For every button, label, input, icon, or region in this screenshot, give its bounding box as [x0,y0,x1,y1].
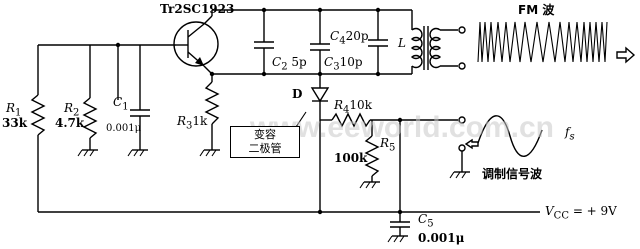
c5-value: 0.001μ [418,231,465,245]
c2-label: C2 5p [272,55,307,73]
c1-label: C1 [113,95,129,113]
modulation-signal-label: 调制信号波 [482,167,543,181]
capacitor-c1 [127,45,150,157]
r5-value: 100k [334,151,368,165]
inductor-l [410,26,466,70]
inductor-label: L [398,36,406,50]
transistor-label: Tr2SC1923 [160,2,235,16]
modulation-input [449,115,543,179]
capacitor-c2 [254,10,320,77]
resistor-r2 [77,45,98,157]
emitter-node [203,65,264,82]
varactor-label-line2: 二极管 [248,142,282,155]
top-rail [37,42,176,100]
c1-value: 0.001μ [106,123,142,134]
c4-label: C420p [330,29,369,47]
fm-wave-label: FM 波 [518,3,555,17]
r3-label: R31k [177,114,208,132]
diode-label: D [292,87,303,101]
c3-label: C310p [324,55,363,73]
capacitor-c4 [368,10,413,77]
r2-value: 4.7k [55,116,85,130]
r4-label: R410k [334,98,372,116]
resistor-r5 [359,120,380,189]
varactor-label-line1: 变容 [254,128,276,141]
c5-label: C5 [418,212,434,230]
fm-waveform [477,21,608,63]
capacitor-c5 [387,212,410,243]
vcc-label: VCC = + 9V [545,204,617,222]
resistor-r1 [30,94,46,212]
fs-label: fs [565,125,575,143]
varactor-label-box: 变容 二极管 [230,126,300,158]
r5-label: R5 [380,136,396,154]
collector-rail [212,7,413,30]
vcc-rail [38,120,540,215]
transistor-symbol [173,10,219,67]
r2-label: R2 [64,101,80,119]
diode-branch [310,74,466,128]
r1-value: 33k [2,116,28,130]
resistor-r3 [199,81,220,157]
r1-label: R1 [6,101,22,119]
output-arrow [616,46,636,64]
